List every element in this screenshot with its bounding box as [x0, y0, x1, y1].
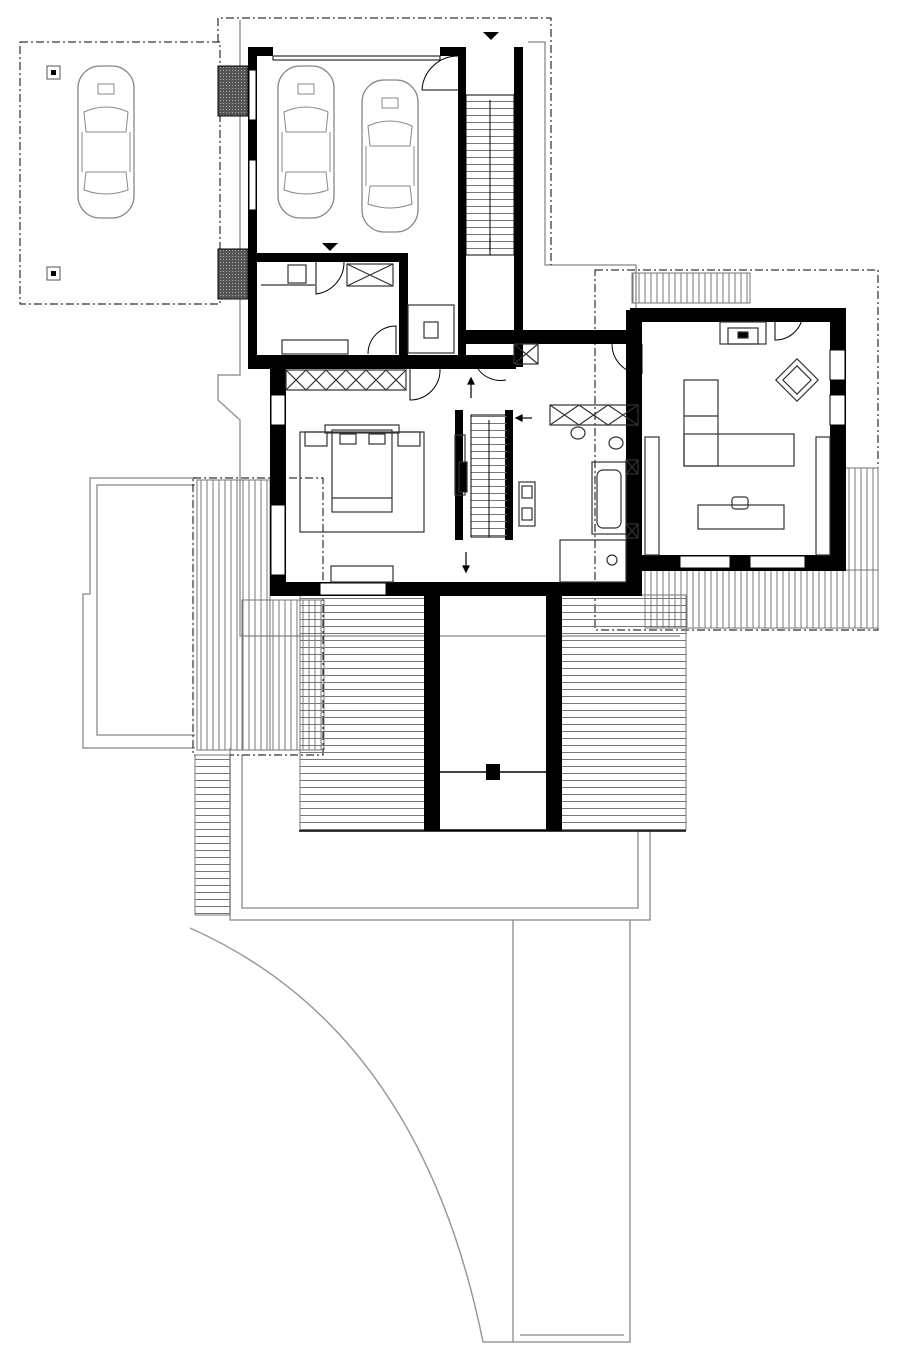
armchair-icon	[774, 357, 820, 403]
door-swing-icon	[421, 55, 459, 91]
ventilation-grille	[217, 65, 249, 117]
door-swing-icon	[367, 325, 397, 355]
shelf	[644, 436, 660, 556]
car-icon	[77, 65, 135, 219]
toilet-icon	[608, 436, 624, 450]
garage-boundary	[217, 17, 552, 265]
entrance-marker-icon	[322, 243, 338, 251]
direction-arrow-icon	[467, 376, 475, 398]
door-swing-icon	[477, 368, 507, 381]
wardrobe	[549, 404, 639, 426]
stairs	[465, 94, 515, 538]
door-swing-icon	[409, 368, 441, 401]
ventilation-grille	[217, 248, 249, 300]
door-swing-icon	[315, 261, 345, 295]
bottom-right-deck	[559, 594, 687, 831]
dresser	[330, 565, 394, 583]
furniture	[261, 263, 831, 583]
direction-arrow-icon	[462, 552, 470, 574]
entrance-markers	[322, 32, 499, 251]
car-icon	[277, 65, 335, 219]
bathtub-icon	[591, 461, 627, 535]
right-terrace	[644, 569, 879, 629]
bed-icon	[331, 429, 393, 513]
door-swing-icon	[774, 309, 804, 341]
left-terrace-outline	[82, 477, 195, 749]
wardrobe	[285, 369, 407, 391]
bottom-left-deck	[299, 594, 426, 831]
left-terrace-inner	[96, 484, 195, 736]
path-strip	[512, 920, 631, 1343]
driveway-arc	[189, 927, 513, 1343]
garage	[277, 65, 419, 233]
storage-cabinet	[346, 263, 394, 287]
door-swing-icon	[611, 343, 643, 375]
carport	[46, 65, 249, 300]
shelf	[815, 436, 831, 556]
car-icon	[361, 79, 419, 233]
top-right-stair	[631, 272, 751, 304]
direction-arrow-icon	[514, 414, 532, 422]
right-side-terrace	[844, 467, 879, 571]
right-wing-boundary	[594, 269, 879, 631]
double-sink	[518, 481, 536, 527]
sofa-icon	[683, 379, 719, 467]
exterior-steps	[194, 754, 231, 916]
desk-icon	[697, 504, 785, 530]
storage-cabinet	[513, 343, 539, 365]
doors	[315, 55, 804, 401]
bedroom-rug	[299, 431, 425, 533]
lower-frame-inner	[241, 755, 639, 909]
sink-icon	[287, 264, 307, 284]
direction-arrows	[462, 238, 532, 574]
windows	[248, 55, 846, 596]
boundary-lines	[19, 17, 879, 756]
entrance-marker-icon	[483, 32, 499, 40]
boiler	[407, 304, 455, 354]
terraces	[194, 272, 879, 916]
toilet-icon	[570, 426, 586, 440]
carport-boundary	[19, 41, 221, 305]
